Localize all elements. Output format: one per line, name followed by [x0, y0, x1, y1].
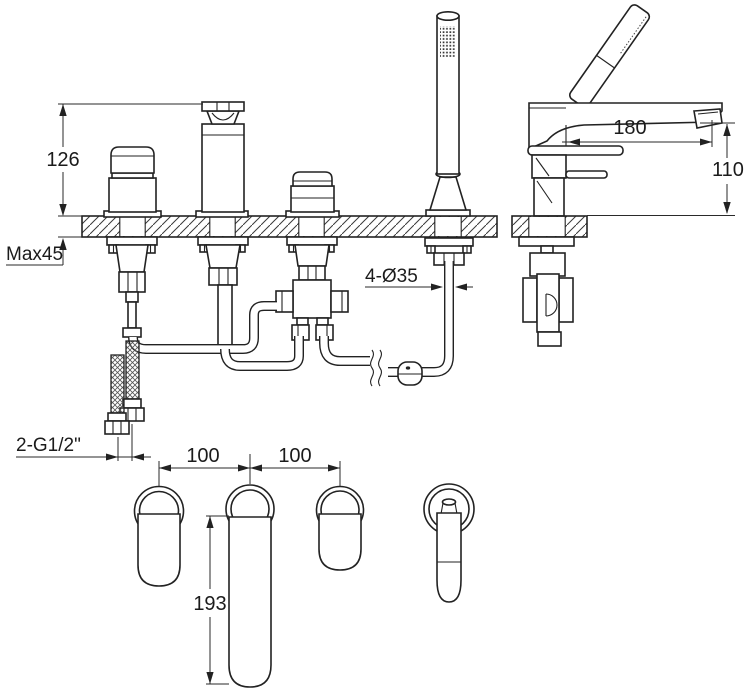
- hand-shower-spray-face: [440, 26, 456, 58]
- side-elevation-view: [511, 4, 723, 347]
- plan-left-handle: [133, 485, 185, 587]
- dim-supply-connections: 2-G1/2": [16, 424, 151, 461]
- diverter-body: [292, 279, 332, 319]
- plan-spout-body: [228, 516, 272, 688]
- supply-hoses: [104, 340, 145, 435]
- braided-hose-left: [110, 354, 125, 414]
- dim-label-max-deck-thickness: Max45: [6, 244, 63, 265]
- front-elevation-view: [81, 11, 498, 435]
- dim-label-spout-outlet-height: 110: [712, 159, 744, 181]
- dim-label-body-height: 126: [46, 149, 79, 171]
- plan-left-lever: [137, 513, 181, 587]
- side-under-deck: [518, 236, 575, 347]
- dim-label-spout-reach: 180: [613, 117, 646, 139]
- plan-right-handle: [315, 485, 365, 571]
- dim-spout-reach: 180: [562, 117, 713, 147]
- dim-hole-spacing: 100 100: [158, 445, 341, 486]
- spout-to-diverter-hose: [221, 336, 303, 370]
- spout-aerator: [211, 112, 235, 121]
- mounting-deck-front: [81, 215, 498, 238]
- dim-body-height: 126: [46, 103, 203, 217]
- plan-right-lever: [318, 513, 362, 571]
- under-deck-left-handle: [106, 236, 158, 338]
- under-deck-spout: [197, 236, 249, 350]
- side-diverter-knob: [565, 170, 608, 179]
- diverter-to-shower-hose-1: [320, 336, 370, 365]
- braided-hose-right: [125, 340, 140, 400]
- diverter-to-shower-hose-2: [388, 261, 453, 376]
- mounting-deck-side: [511, 215, 588, 238]
- side-lever: [527, 145, 624, 156]
- front-hand-shower: [425, 11, 471, 217]
- dim-label-mounting-holes: 4-Ø35: [365, 266, 418, 287]
- plan-hand-shower: [423, 483, 475, 603]
- hose-break-symbol: [370, 349, 382, 387]
- plan-spout-lever: [225, 484, 275, 688]
- front-left-handle: [103, 146, 162, 218]
- diverter-left-port: [275, 290, 294, 313]
- front-spout: [195, 101, 249, 218]
- dim-label-hole-spacing-right: 100: [278, 445, 311, 467]
- spout-supply-pipe: [217, 284, 233, 350]
- under-deck-hand-shower: [424, 237, 474, 266]
- dim-label-hole-spacing-left: 100: [186, 445, 219, 467]
- dim-mounting-holes: 4-Ø35: [365, 266, 473, 291]
- plan-view: [133, 483, 475, 688]
- dimension-annotations: 126 Max45 4-Ø35 2-G1/2" 180: [6, 103, 744, 685]
- dim-label-spout-lever-length: 193: [193, 593, 226, 615]
- dim-max-deck-thickness: Max45: [6, 236, 82, 266]
- dim-spout-outlet-height: 110: [587, 122, 744, 216]
- diverter-right-port: [330, 290, 349, 313]
- dim-spout-lever-length: 193: [193, 515, 229, 685]
- hand-shower-base: [425, 209, 471, 217]
- front-diverter-handle: [285, 171, 340, 218]
- plan-shower-handle: [436, 512, 462, 603]
- dim-label-supply-connections: 2-G1/2": [16, 435, 81, 456]
